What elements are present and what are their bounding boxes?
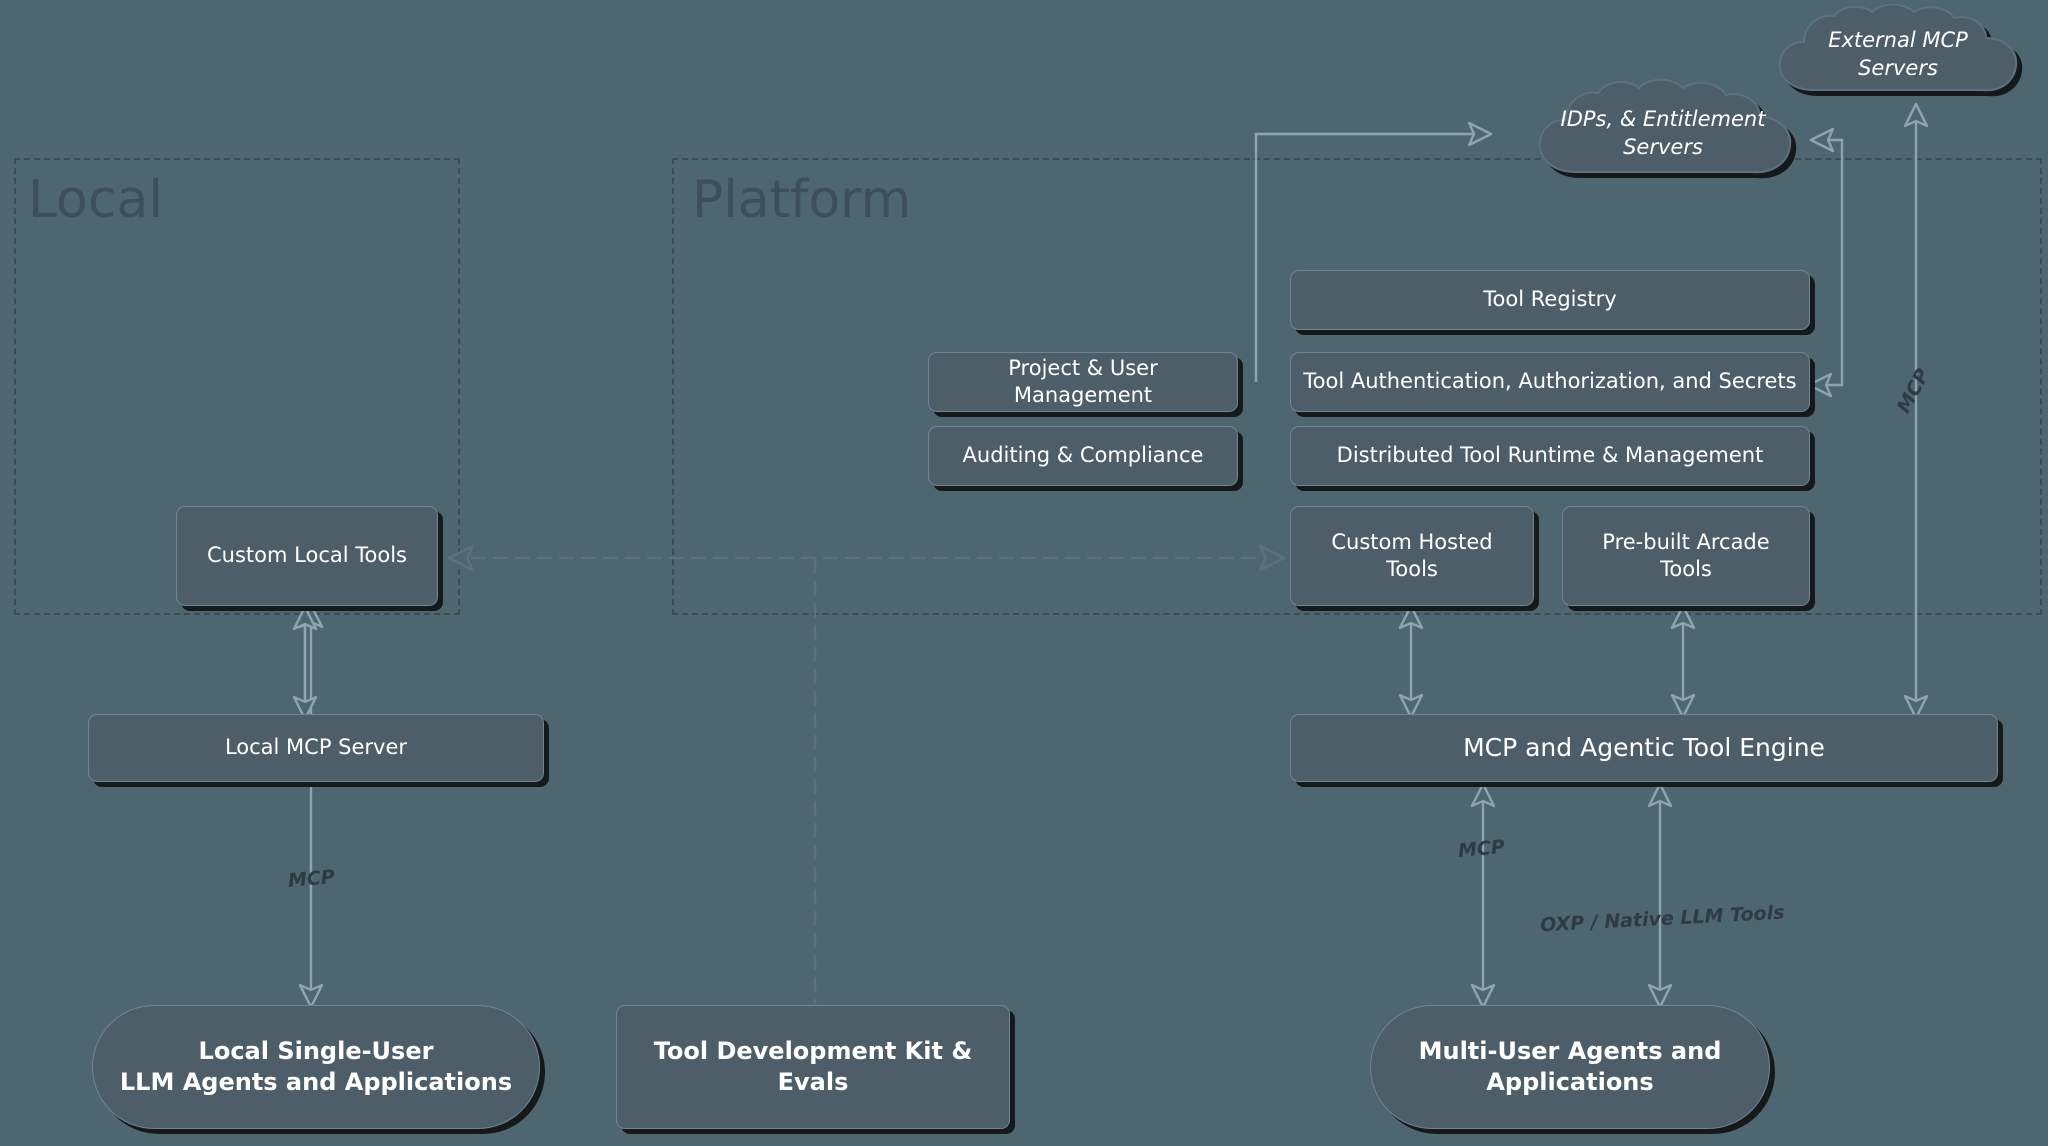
cloud-external-mcp-servers: External MCP Servers [1768, 4, 2028, 104]
node-multi-user-agents-line1: Multi-User Agents and [1418, 1036, 1722, 1065]
node-mcp-agentic-engine[interactable]: MCP and Agentic Tool Engine [1290, 714, 1998, 782]
node-distributed-runtime[interactable]: Distributed Tool Runtime & Management [1290, 426, 1810, 486]
node-tool-registry[interactable]: Tool Registry [1290, 270, 1810, 330]
node-project-user-management[interactable]: Project & User Management [928, 352, 1238, 412]
zone-local [14, 158, 460, 615]
node-tool-dev-kit[interactable]: Tool Development Kit & Evals [616, 1005, 1010, 1129]
node-local-agents-line1: Local Single-User [198, 1036, 434, 1065]
cloud-external-mcp-servers-label: External MCP Servers [1828, 27, 1968, 80]
cloud-shape-icon [1778, 4, 2018, 92]
node-multi-user-agents-line2: Applications [1486, 1068, 1654, 1096]
node-custom-local-tools[interactable]: Custom Local Tools [176, 506, 438, 606]
cloud-idps-entitlement-servers-label: IDPs, & Entitlement Servers [1560, 106, 1766, 159]
cloud-idps-entitlement-servers: IDPs, & Entitlement Servers [1528, 78, 1798, 188]
node-prebuilt-arcade-tools[interactable]: Pre-built Arcade Tools [1562, 506, 1810, 606]
node-local-agents[interactable]: Local Single-User LLM Agents and Applica… [92, 1005, 540, 1129]
node-multi-user-agents[interactable]: Multi-User Agents and Applications [1370, 1005, 1770, 1129]
node-tool-authentication[interactable]: Tool Authentication, Authorization, and … [1290, 352, 1810, 412]
node-auditing-compliance[interactable]: Auditing & Compliance [928, 426, 1238, 486]
node-local-agents-line2: LLM Agents and Applications [119, 1068, 513, 1096]
node-custom-hosted-tools[interactable]: Custom Hosted Tools [1290, 506, 1534, 606]
cloud-shape-icon [1538, 78, 1792, 174]
node-local-mcp-server[interactable]: Local MCP Server [88, 714, 544, 782]
zone-platform [672, 158, 2042, 615]
